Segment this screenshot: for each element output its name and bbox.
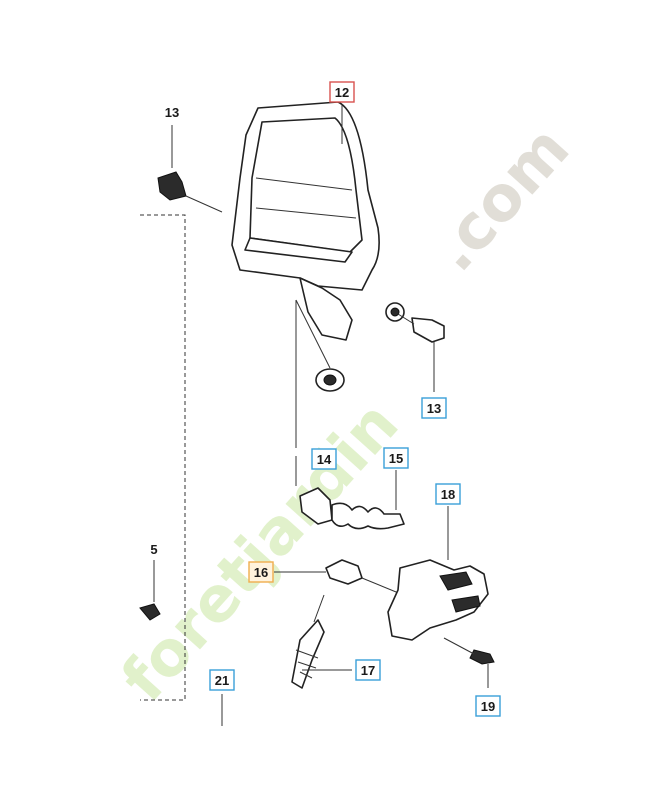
- label-17: 17: [355, 659, 381, 681]
- label-18: 18: [435, 483, 461, 505]
- spring-part-17: [291, 594, 352, 689]
- label-14-text: 14: [317, 452, 332, 467]
- label-5-text: 5: [150, 542, 157, 557]
- label-13-top-text: 13: [165, 105, 179, 120]
- label-13-right-text: 13: [427, 401, 441, 416]
- screw-part-13-top: [157, 125, 223, 213]
- spring-pin-part-15: [295, 456, 405, 530]
- label-21-text: 21: [215, 673, 229, 688]
- label-19: 19: [475, 695, 501, 717]
- screw-part-5: [139, 560, 161, 621]
- wheel-part-14: [295, 299, 345, 448]
- dashed-assembly-line: [140, 214, 186, 701]
- watermark-suffix: .com: [417, 112, 583, 285]
- label-21: 21: [209, 669, 235, 691]
- label-12-text: 12: [335, 85, 349, 100]
- label-15-text: 15: [389, 451, 403, 466]
- label-14: 14: [311, 448, 337, 470]
- label-18-text: 18: [441, 487, 455, 502]
- label-13-top: 13: [165, 105, 179, 120]
- label-17-text: 17: [361, 663, 375, 678]
- label-16: 16: [248, 561, 274, 583]
- bracket-part-18: [387, 506, 489, 641]
- hand-guard-part-12: [231, 101, 405, 341]
- screw-part-19: [443, 637, 495, 688]
- label-16-text: 16: [254, 565, 268, 580]
- label-19-text: 19: [481, 699, 495, 714]
- label-5: 5: [150, 542, 157, 557]
- label-15: 15: [383, 447, 409, 469]
- label-13-right: 13: [421, 397, 447, 419]
- screw-part-13-right: [397, 313, 445, 392]
- label-12: 12: [329, 81, 355, 103]
